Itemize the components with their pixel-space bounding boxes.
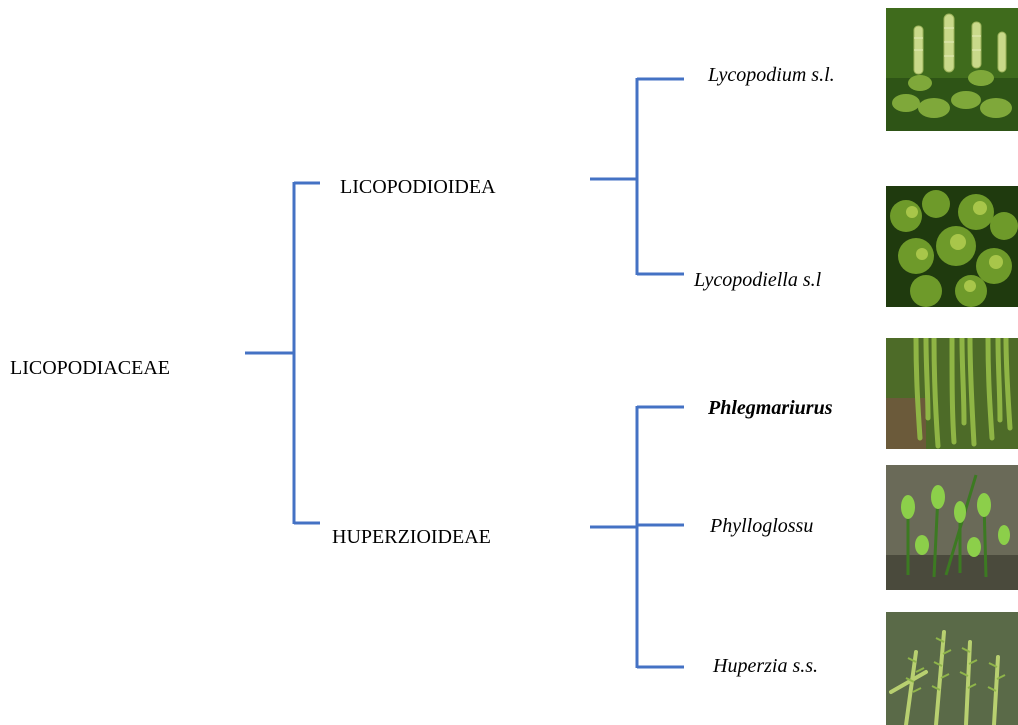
- genus-label-phlegmariurus: Phlegmariurus: [708, 398, 832, 418]
- photo-lycopodiella: [886, 186, 1018, 307]
- photo-lycopodium: [886, 8, 1018, 131]
- root-label: LICOPODIACEAE: [10, 358, 170, 378]
- genus-label-huperzia: Huperzia s.s.: [713, 656, 818, 676]
- genus-label-lycopodium: Lycopodium s.l.: [708, 65, 835, 85]
- photo-phlegmariurus: [886, 338, 1018, 449]
- genus-label-phylloglossu: Phylloglossu: [710, 516, 813, 536]
- subfamily-label-licopodioidea: LICOPODIOIDEA: [340, 177, 496, 197]
- photo-huperzia: [886, 612, 1018, 725]
- genus-label-lycopodiella: Lycopodiella s.l: [694, 270, 821, 290]
- photo-phylloglossu: [886, 465, 1018, 590]
- subfamily-label-huperzioideae: HUPERZIOIDEAE: [332, 527, 491, 547]
